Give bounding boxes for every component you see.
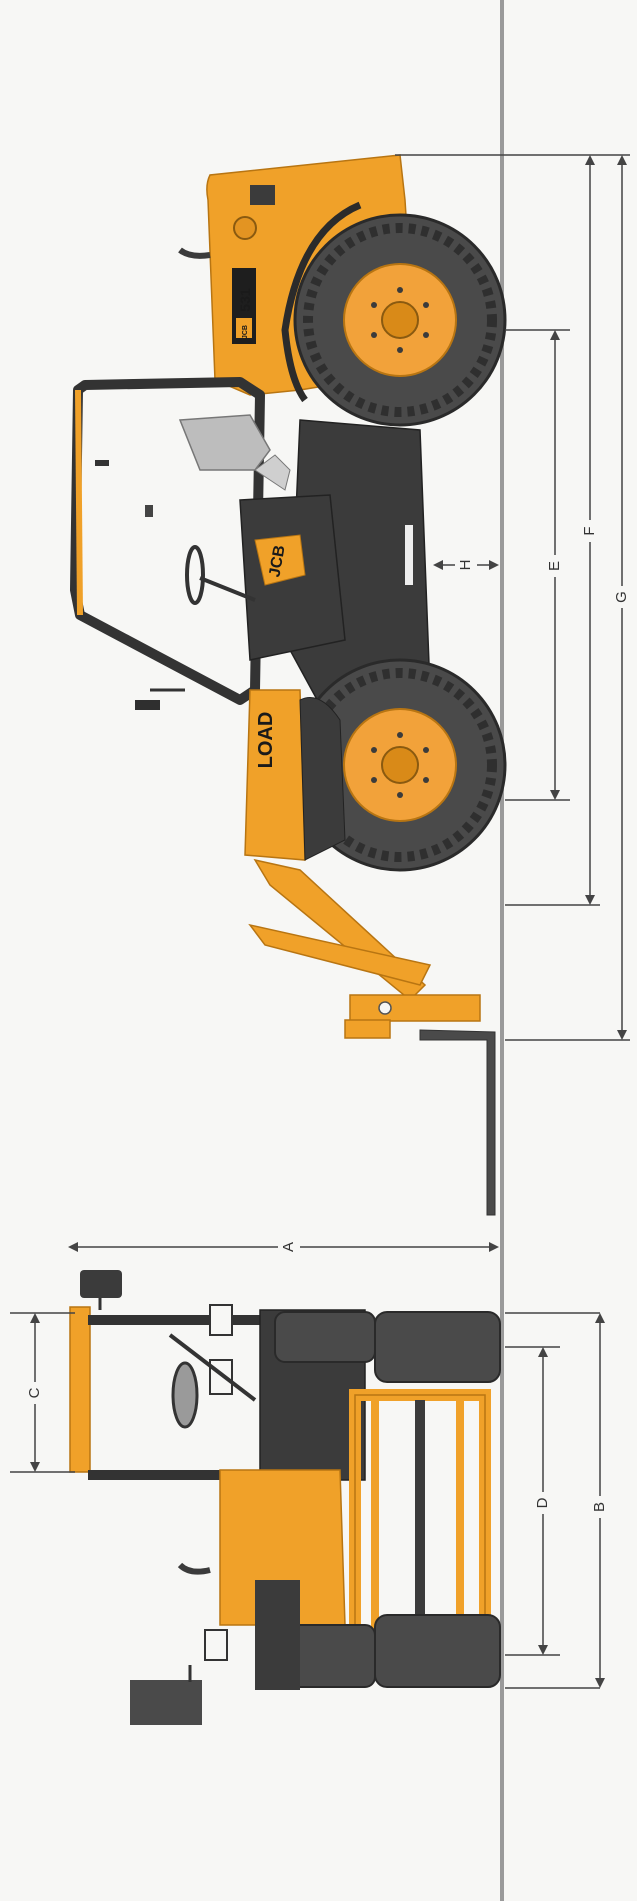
brand-badge-text: JCB	[242, 325, 249, 339]
dimension-label-e: E	[546, 561, 563, 571]
dimension-b: B	[591, 1313, 609, 1688]
wheel-icon	[374, 1311, 501, 1383]
mudguard-front-view	[255, 1580, 300, 1690]
telehandler-side-view: JCB 531 JCB	[70, 154, 507, 1216]
tilt-linkage	[248, 923, 432, 986]
dimension-label-d: D	[534, 1497, 551, 1508]
cab-logo-text: JCB	[266, 544, 288, 578]
dimension-e: E	[546, 330, 564, 800]
cab-roof-edge	[75, 389, 83, 616]
front-tyre-left	[274, 1311, 376, 1363]
operator-seat	[178, 414, 271, 471]
fork-carriage	[349, 994, 481, 1022]
boom-decal-text: LOAD	[255, 712, 277, 769]
rear-cap	[233, 216, 257, 240]
dimension-label-g: G	[613, 591, 630, 603]
number-plate	[130, 1680, 202, 1725]
telehandler-front-view	[69, 1270, 501, 1725]
exhaust-front	[177, 1562, 211, 1575]
mirror-top	[80, 1270, 122, 1298]
exhaust-pipe	[178, 247, 211, 259]
dimension-label-a: A	[280, 1242, 297, 1252]
rear-mudguard	[281, 201, 362, 403]
model-decal-text: 531	[237, 288, 253, 312]
brand-badge	[236, 318, 252, 338]
work-light-lower	[204, 1629, 228, 1661]
dimension-d: D	[534, 1347, 552, 1655]
work-light	[209, 1304, 233, 1336]
dimension-c: C	[26, 1313, 44, 1472]
front-wheel	[293, 658, 507, 872]
fork-tine	[419, 1029, 496, 1216]
rear-wheel	[293, 213, 507, 427]
chassis-step	[405, 525, 413, 585]
dimension-h: H	[433, 556, 499, 574]
dimension-g: G	[613, 155, 631, 1040]
rear-light	[250, 185, 275, 205]
dimension-label-h: H	[457, 560, 474, 571]
dimension-label-f: F	[581, 526, 598, 535]
steering-wheel	[185, 545, 205, 605]
dimension-label-c: C	[26, 1387, 43, 1398]
front-mudguard	[299, 697, 346, 861]
dimension-lines	[10, 154, 630, 1689]
steering-wheel-front	[171, 1361, 199, 1429]
side-mirror	[135, 700, 160, 710]
cab-roof	[69, 1306, 91, 1473]
dimension-f: F	[581, 155, 599, 905]
dimension-a: A	[68, 1238, 499, 1256]
cab-logo-panel	[254, 534, 306, 586]
dimension-label-b: B	[591, 1502, 608, 1512]
